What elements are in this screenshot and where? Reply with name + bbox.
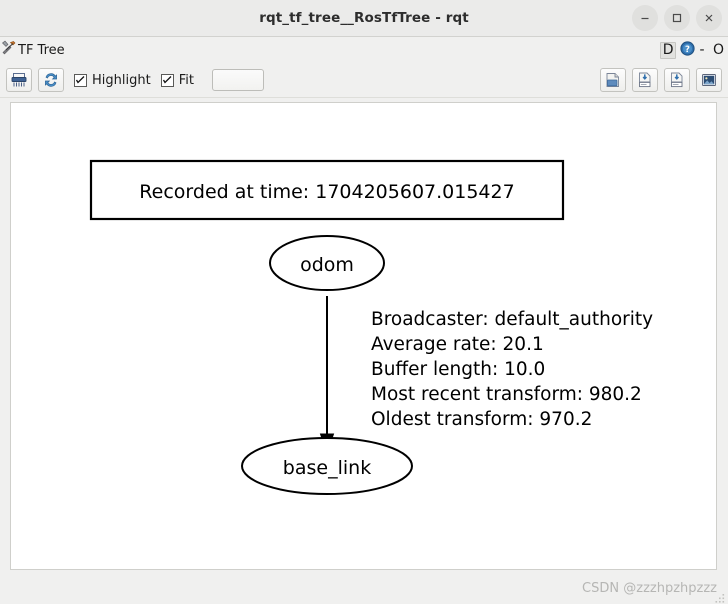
highlight-checkbox-label: Highlight <box>92 72 151 88</box>
graph-title-box: Recorded at time: 1704205607.015427 <box>89 159 565 221</box>
close-button[interactable] <box>696 5 722 31</box>
resize-grip[interactable] <box>713 590 726 603</box>
refresh-icon <box>42 71 60 89</box>
dock-letter-badge[interactable]: D <box>659 41 677 59</box>
graph-node-base-link[interactable]: base_link <box>241 437 413 495</box>
edge-label-line-2: Buffer length: 10.0 <box>371 359 545 380</box>
save-dot-icon <box>639 72 651 88</box>
graph-filter-input[interactable] <box>211 69 264 91</box>
save-image-icon <box>702 74 716 86</box>
tf-tree-graph: Recorded at time: 1704205607.015427 odom… <box>89 159 653 495</box>
plugin-title-group: TF Tree <box>1 40 65 60</box>
graph-title-text: Recorded at time: 1704205607.015427 <box>139 181 514 203</box>
fit-checkbox-label: Fit <box>178 72 194 88</box>
fit-checkbox-box[interactable] <box>160 73 174 87</box>
fit-checkbox[interactable]: Fit <box>160 72 194 88</box>
plugin-header: TF Tree D ? - O <box>0 37 728 63</box>
save-dot-icon-button[interactable] <box>632 68 658 92</box>
window-controls <box>632 0 722 36</box>
toolbar-right-group <box>600 63 722 97</box>
graph-node-odom[interactable]: odom <box>269 235 385 291</box>
plugin-header-trailing-text: - O <box>699 42 726 58</box>
tools-icon <box>1 40 17 60</box>
svg-text:?: ? <box>686 45 691 55</box>
edge-label-line-3: Most recent transform: 980.2 <box>371 384 642 405</box>
minimize-button[interactable] <box>632 5 658 31</box>
canvas-area: Recorded at time: 1704205607.015427 odom… <box>0 98 728 604</box>
csdn-watermark: CSDN @zzzhpzhpzzz <box>582 581 717 596</box>
window-title: rqt_tf_tree__RosTfTree - rqt <box>259 10 469 26</box>
toolbar: Highlight Fit <box>0 63 728 98</box>
help-question-icon[interactable]: ? <box>680 40 696 60</box>
edge-label-line-0: Broadcaster: default_authority <box>371 309 653 330</box>
shredder-icon <box>10 71 28 89</box>
graph-edge-label: Broadcaster: default_authority Average r… <box>371 309 653 430</box>
graph-node-odom-label: odom <box>300 254 354 276</box>
edge-label-line-1: Average rate: 20.1 <box>371 334 544 355</box>
save-svg-icon <box>671 72 683 88</box>
maximize-button[interactable] <box>664 5 690 31</box>
open-file-icon <box>606 73 619 87</box>
graph-canvas[interactable]: Recorded at time: 1704205607.015427 odom… <box>10 102 717 570</box>
highlight-checkbox-box[interactable] <box>74 73 87 87</box>
edge-label-line-4: Oldest transform: 970.2 <box>371 409 592 430</box>
plugin-title-label: TF Tree <box>18 42 65 58</box>
graph-node-base-link-label: base_link <box>283 457 371 479</box>
open-file-icon-button[interactable] <box>600 68 626 92</box>
title-bar: rqt_tf_tree__RosTfTree - rqt <box>0 0 728 37</box>
refresh-icon-button[interactable] <box>38 68 64 92</box>
plugin-header-actions: D ? - O <box>659 37 726 63</box>
save-image-icon-button[interactable] <box>696 68 722 92</box>
highlight-checkbox[interactable]: Highlight <box>74 73 151 88</box>
graph-edge-odom-base-link <box>319 296 335 455</box>
save-svg-icon-button[interactable] <box>664 68 690 92</box>
shredder-icon-button[interactable] <box>6 68 32 92</box>
